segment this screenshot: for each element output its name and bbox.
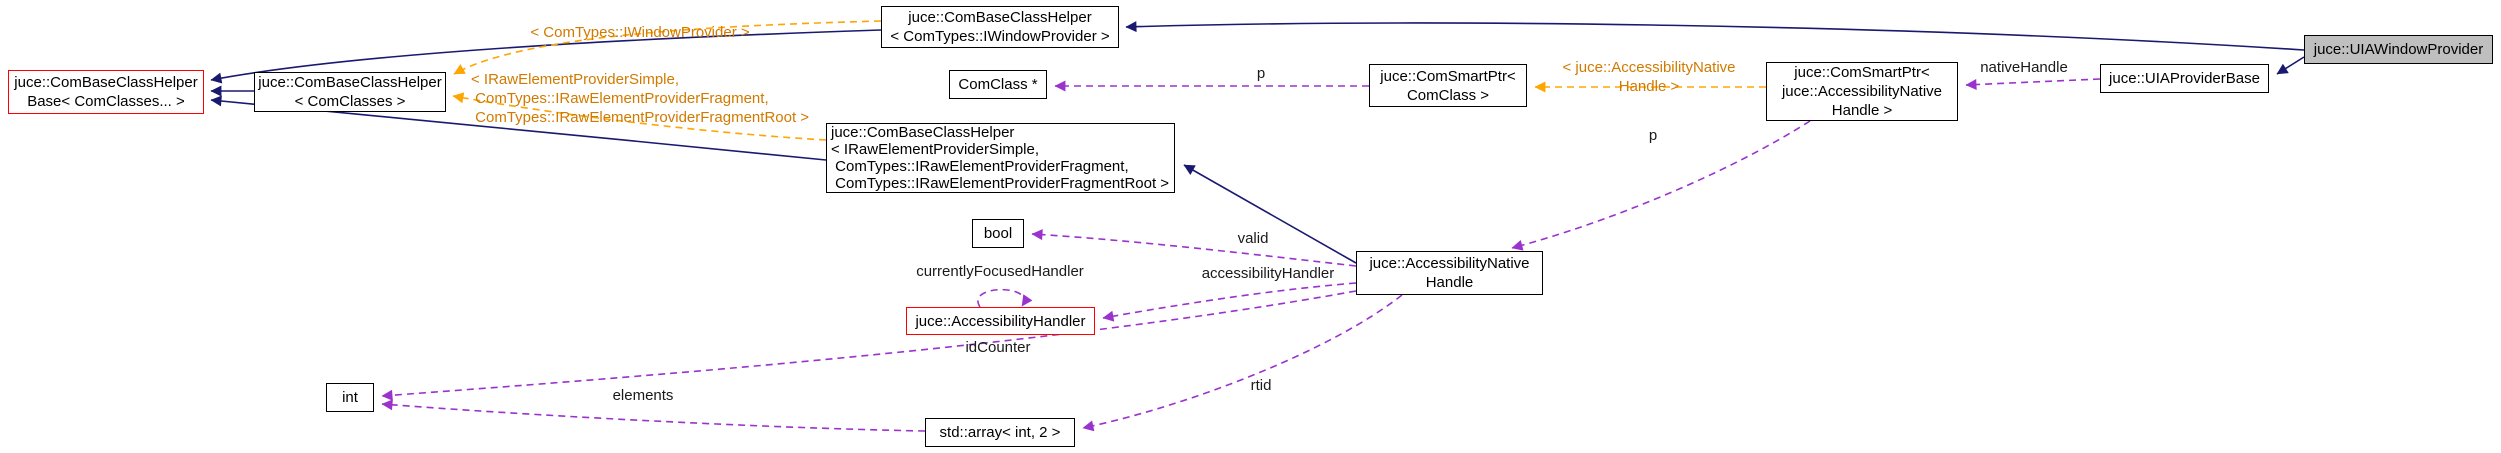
edge-template-fragmenthelper-to-generic <box>452 92 827 141</box>
node-label: juce::ComBaseClassHelper Base< ComClasse… <box>14 74 198 110</box>
node-combaseclasshelper-fragment[interactable]: juce::ComBaseClassHelper < IRawElementPr… <box>826 123 1175 193</box>
edge-label-currentlyfocusedhandler: currentlyFocusedHandler <box>916 263 1084 280</box>
node-label: juce::UIAProviderBase <box>2109 70 2260 87</box>
node-combaseclasshelper-generic[interactable]: juce::ComBaseClassHelper < ComClasses > <box>254 72 446 112</box>
node-label: juce::ComBaseClassHelper < IRawElementPr… <box>831 124 1170 192</box>
edge-label-idcounter: idCounter <box>965 339 1031 356</box>
edge-usage-nativehandle-to-handler <box>1102 282 1357 322</box>
node-label: juce::UIAWindowProvider <box>2313 41 2484 58</box>
edge-label-elements: elements <box>612 387 674 404</box>
node-std-array[interactable]: std::array< int, 2 > <box>925 418 1075 447</box>
node-bool[interactable]: bool <box>972 219 1024 248</box>
node-label: ComClass * <box>958 76 1038 93</box>
node-label: int <box>342 389 358 406</box>
edge-inheritance-helperwp-to-base <box>210 29 882 84</box>
edge-label-p-native: p <box>1648 127 1658 144</box>
edge-label-valid: valid <box>1237 230 1269 247</box>
node-label: juce::AccessibilityNative Handle <box>1369 255 1530 291</box>
node-label: juce::AccessibilityHandler <box>915 312 1086 330</box>
node-uiawindowprovider[interactable]: juce::UIAWindowProvider <box>2304 35 2493 64</box>
node-comclass-ptr[interactable]: ComClass * <box>949 70 1047 99</box>
edge-label-nativehandle: nativeHandle <box>1980 59 2068 76</box>
edge-usage-nativehandle-to-int-idcounter <box>381 290 1357 401</box>
node-combaseclasshelper-windowprovider[interactable]: juce::ComBaseClassHelper < ComTypes::IWi… <box>881 6 1119 48</box>
edge-label-accessibilityhandler: accessibilityHandler <box>1201 265 1335 282</box>
edge-label-window-provider-template: < ComTypes::IWindowProvider > <box>530 24 750 41</box>
edge-usage-array-to-int-elements <box>381 399 926 432</box>
node-label: juce::ComBaseClassHelper < ComClasses > <box>258 74 442 110</box>
node-int[interactable]: int <box>326 383 374 412</box>
node-label: juce::ComSmartPtr< juce::AccessibilityNa… <box>1781 64 1943 119</box>
edge-label-smartptr-template: < juce::AccessibilityNative Handle > <box>1562 59 1736 95</box>
node-label: std::array< int, 2 > <box>939 424 1061 441</box>
node-label: juce::ComSmartPtr< ComClass > <box>1380 67 1516 104</box>
edge-usage-providerbase-to-smartptr-nativehandle <box>1965 78 2101 91</box>
node-comsmartptr-accessibilitynativehandle[interactable]: juce::ComSmartPtr< juce::AccessibilityNa… <box>1766 62 1958 121</box>
edge-usage-nativehandle-to-array-rtid <box>1082 294 1403 432</box>
node-combaseclasshelperbase[interactable]: juce::ComBaseClassHelper Base< ComClasse… <box>8 70 204 114</box>
edge-label-rtid: rtid <box>1250 377 1272 394</box>
node-comsmartptr-comclass[interactable]: juce::ComSmartPtr< ComClass > <box>1369 64 1527 107</box>
node-accessibilitynativehandle[interactable]: juce::AccessibilityNative Handle <box>1356 251 1543 295</box>
edge-inheritance-nativehandle-to-fragmenthelper <box>1183 164 1357 264</box>
edge-inheritance-windowprovider-to-providerbase <box>2276 56 2305 75</box>
node-label: bool <box>983 225 1013 242</box>
edge-usage-smartptrnative-to-nativehandle-p <box>1511 120 1811 251</box>
node-uiaproviderbase[interactable]: juce::UIAProviderBase <box>2100 64 2269 93</box>
edge-label-p-comclass: p <box>1256 65 1266 82</box>
edge-template-helperwp-to-generic <box>453 20 882 75</box>
edge-usage-nativehandle-to-bool-valid <box>1031 229 1357 267</box>
node-label: juce::ComBaseClassHelper < ComTypes::IWi… <box>890 9 1110 45</box>
edge-label-fragment-template: < IRawElementProviderSimple, ComTypes::I… <box>471 71 810 126</box>
edge-usage-handler-self-loop <box>977 288 1033 308</box>
node-accessibilityhandler[interactable]: juce::AccessibilityHandler <box>906 307 1095 335</box>
edge-inheritance-windowprovider-to-helper <box>1125 21 2305 51</box>
